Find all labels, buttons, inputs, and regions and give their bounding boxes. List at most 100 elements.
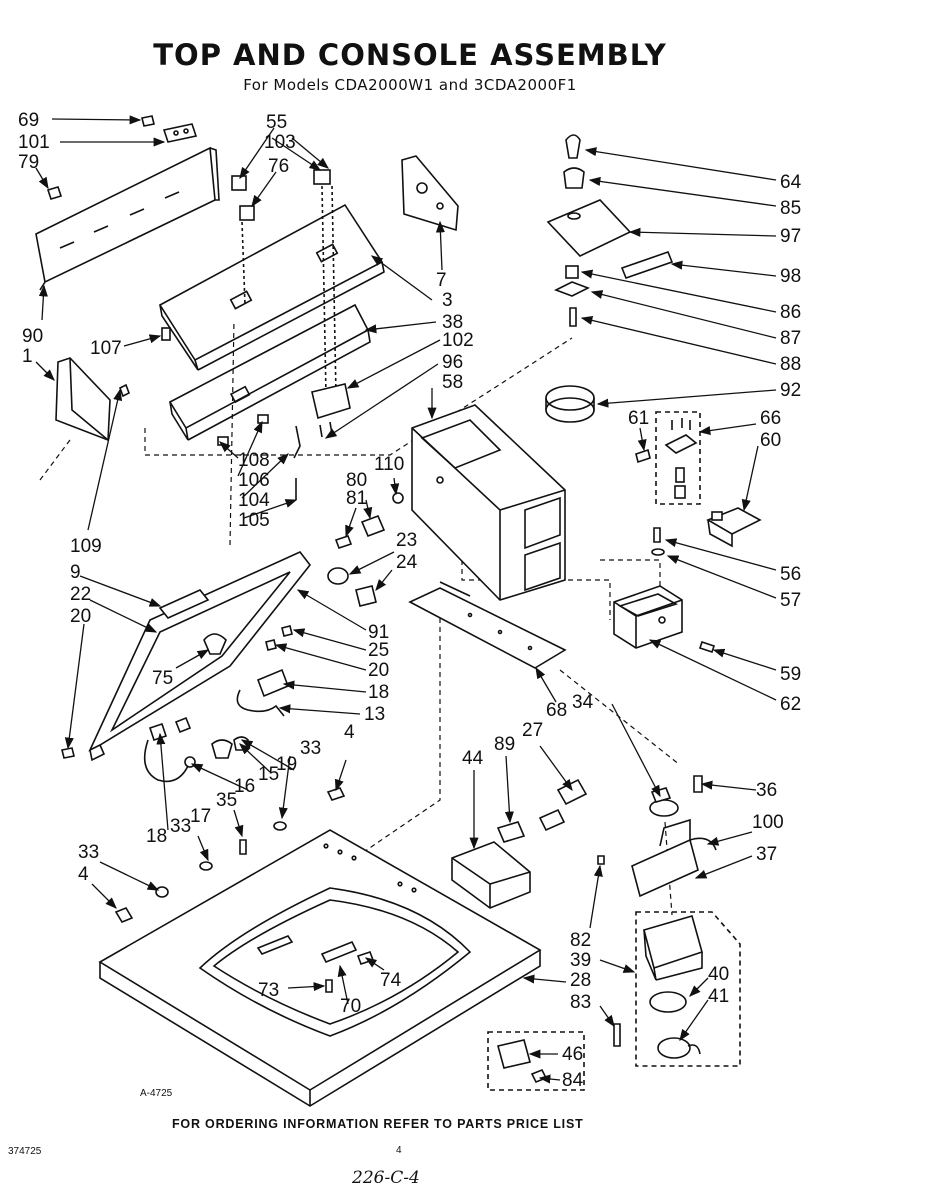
callout-85: 85 — [780, 198, 801, 219]
page-subtitle: For Models CDA2000W1 and 3CDA2000F1 — [243, 76, 577, 94]
callout-56: 56 — [780, 564, 801, 585]
callout-81: 81 — [346, 488, 367, 509]
callout-58: 58 — [442, 372, 463, 393]
callout-27: 27 — [522, 720, 543, 741]
callout-96: 96 — [442, 352, 463, 373]
callout-4: 4 — [344, 722, 355, 743]
callout-90: 90 — [22, 326, 43, 347]
part-rear-panel — [35, 146, 220, 291]
callout-18: 18 — [146, 826, 167, 847]
part-screws-top-left — [46, 115, 198, 200]
callout-61: 61 — [628, 408, 649, 429]
callout-75: 75 — [152, 668, 173, 689]
callout-109: 109 — [70, 536, 102, 557]
callout-55: 55 — [266, 112, 287, 133]
part-motor-group — [635, 911, 741, 1067]
callout-104: 104 — [238, 490, 270, 511]
callout-83: 83 — [570, 992, 591, 1013]
callout-79: 79 — [18, 152, 39, 173]
part-end-cap-right — [401, 155, 459, 232]
part-switch-kit-66 — [655, 411, 701, 505]
callout-28: 28 — [570, 970, 591, 991]
part-console-channel-lower — [168, 303, 371, 441]
callout-4: 4 — [78, 864, 89, 885]
callout-9: 9 — [70, 562, 81, 583]
part-motor-bracket — [631, 818, 717, 898]
callout-84: 84 — [562, 1070, 584, 1091]
callout-46: 46 — [562, 1044, 583, 1065]
part-motor — [643, 915, 703, 1059]
callout-37: 37 — [756, 844, 777, 865]
callout-80: 80 — [346, 470, 367, 491]
callout-74: 74 — [380, 970, 402, 991]
part-dial-ring — [545, 385, 595, 423]
callout-44: 44 — [462, 748, 484, 769]
callout-66: 66 — [760, 408, 781, 429]
handwritten-note: 226-C-4 — [352, 1168, 420, 1188]
callout-39: 39 — [570, 950, 591, 971]
callout-41: 41 — [708, 986, 729, 1007]
callout-89: 89 — [494, 734, 515, 755]
callout-101: 101 — [18, 132, 50, 153]
callout-97: 97 — [780, 226, 801, 247]
callout-7: 7 — [436, 270, 447, 291]
callout-92: 92 — [780, 380, 801, 401]
callout-102: 102 — [442, 330, 474, 351]
callout-33: 33 — [170, 816, 191, 837]
callout-86: 86 — [780, 302, 801, 323]
callout-16: 16 — [234, 776, 255, 797]
callout-87: 87 — [780, 328, 801, 349]
callout-34: 34 — [572, 692, 594, 713]
callout-110: 110 — [374, 454, 404, 475]
document-number: 374725 — [8, 1146, 42, 1157]
callout-60: 60 — [760, 430, 781, 451]
part-console-channel-upper — [158, 203, 385, 371]
callout-33: 33 — [78, 842, 99, 863]
callout-108: 108 — [238, 450, 270, 471]
part-control-housing — [411, 404, 566, 601]
callout-18: 18 — [368, 682, 389, 703]
callout-64: 64 — [780, 172, 802, 193]
part-console-fasteners — [118, 327, 301, 500]
parts-drawings — [35, 115, 762, 1107]
callout-106: 106 — [238, 470, 270, 491]
callout-22: 22 — [70, 584, 91, 605]
callout-70: 70 — [340, 996, 361, 1017]
part-washer-top — [98, 829, 542, 1107]
part-lid-frame — [88, 551, 312, 762]
callout-40: 40 — [708, 964, 729, 985]
callout-73: 73 — [258, 980, 279, 1001]
callout-33: 33 — [300, 738, 321, 759]
callout-57: 57 — [780, 590, 801, 611]
callout-17: 17 — [190, 806, 211, 827]
part-switch-buttons — [231, 169, 337, 396]
part-circuit-board — [408, 581, 567, 669]
callout-82: 82 — [570, 930, 591, 951]
callout-20: 20 — [70, 606, 91, 627]
leader-lines — [35, 115, 777, 1084]
callout-38: 38 — [442, 312, 463, 333]
callout-3: 3 — [442, 290, 453, 311]
callout-20: 20 — [368, 660, 389, 681]
callout-1: 1 — [22, 346, 33, 367]
page-title: TOP AND CONSOLE ASSEMBLY — [153, 38, 667, 72]
callout-59: 59 — [780, 664, 801, 685]
callout-105: 105 — [238, 510, 270, 531]
callout-68: 68 — [546, 700, 567, 721]
callout-62: 62 — [780, 694, 801, 715]
callout-24: 24 — [396, 552, 418, 573]
figure-id: A-4725 — [140, 1088, 173, 1099]
callout-76: 76 — [268, 156, 289, 177]
footer-note: FOR ORDERING INFORMATION REFER TO PARTS … — [172, 1117, 584, 1131]
callout-98: 98 — [780, 266, 801, 287]
callout-36: 36 — [756, 780, 777, 801]
part-fill-valve — [451, 841, 531, 909]
callout-15: 15 — [258, 764, 279, 785]
callout-23: 23 — [396, 530, 417, 551]
callout-69: 69 — [18, 110, 39, 131]
callout-107: 107 — [90, 338, 122, 359]
callout-25: 25 — [368, 640, 389, 661]
callout-88: 88 — [780, 354, 801, 375]
callout-91: 91 — [368, 622, 389, 643]
